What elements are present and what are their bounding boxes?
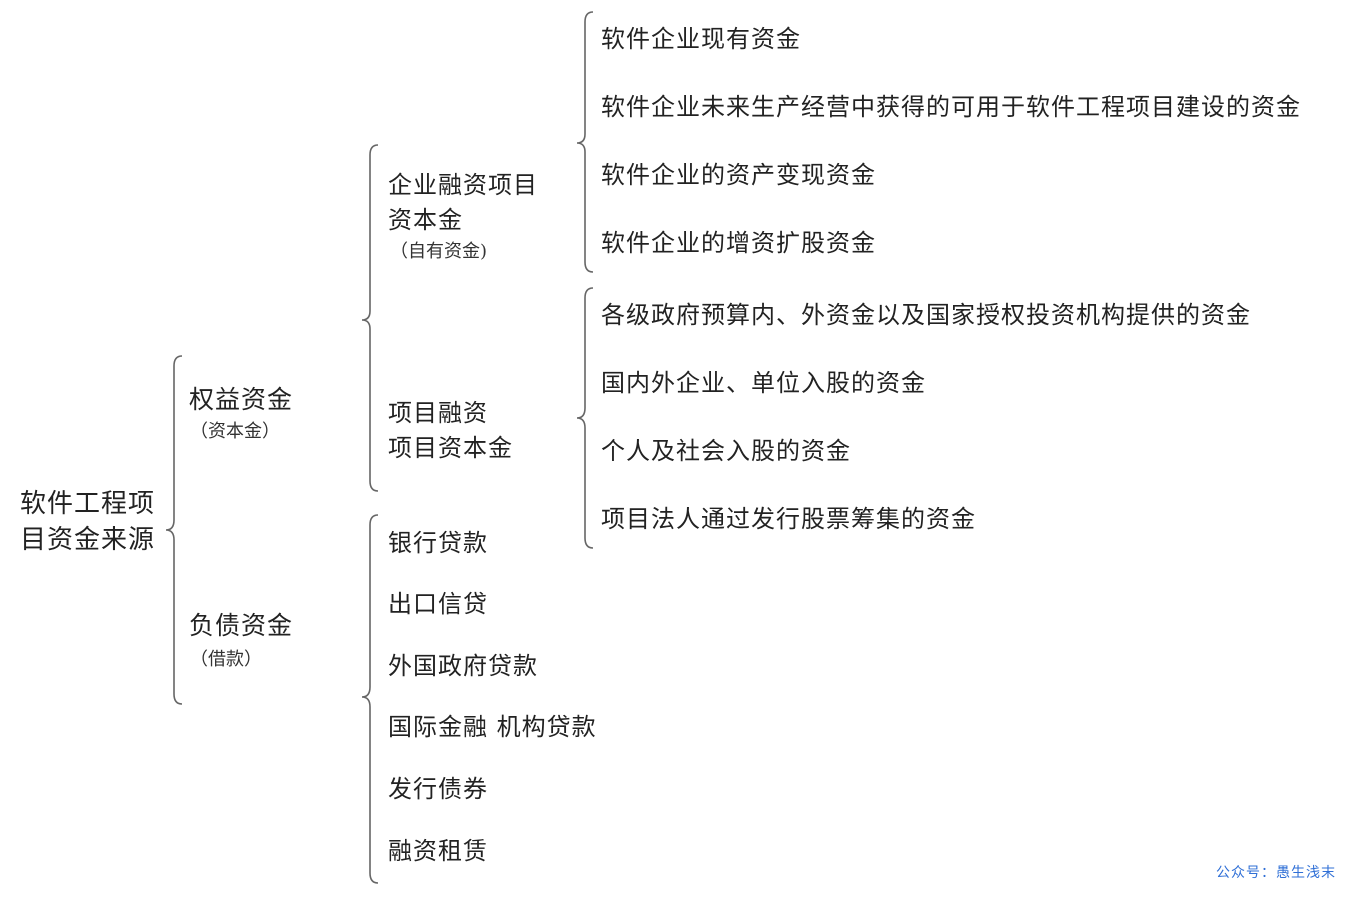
- debt-item: 外国政府贷款: [388, 652, 538, 680]
- debt-note: （借款）: [190, 649, 262, 670]
- project-item: 国内外企业、单位入股的资金: [601, 369, 926, 397]
- enterprise-item: 软件企业现有资金: [601, 25, 801, 53]
- enterprise-note: （自有资金): [390, 241, 488, 262]
- project-item: 个人及社会入股的资金: [601, 437, 851, 465]
- project-brace: [576, 287, 594, 549]
- enterprise-item: 软件企业的增资扩股资金: [601, 229, 876, 257]
- root-label-line1: 软件工程项: [20, 489, 156, 519]
- enterprise-brace: [576, 11, 594, 273]
- project-item: 项目法人通过发行股票筹集的资金: [601, 505, 976, 533]
- enterprise-label-line1: 企业融资项目: [388, 171, 538, 199]
- project-financing-label: 项目融资 项目资本金: [388, 396, 513, 466]
- debt-item: 融资租赁: [388, 837, 488, 865]
- equity-note: （资本金）: [190, 421, 280, 442]
- equity-brace: [361, 144, 379, 492]
- project-label-line1: 项目融资: [388, 399, 488, 427]
- enterprise-item: 软件企业的资产变现资金: [601, 161, 876, 189]
- debt-item: 出口信贷: [388, 590, 488, 618]
- debt-item: 发行债券: [388, 775, 488, 803]
- equity-label: 权益资金: [189, 385, 294, 414]
- enterprise-label-line2: 资本金: [388, 206, 463, 234]
- debt-brace: [361, 514, 379, 884]
- project-item: 各级政府预算内、外资金以及国家授权投资机构提供的资金: [601, 301, 1251, 329]
- debt-label: 负债资金: [189, 611, 294, 640]
- enterprise-item: 软件企业未来生产经营中获得的可用于软件工程项目建设的资金: [601, 93, 1301, 121]
- root-brace: [165, 355, 183, 705]
- enterprise-financing-label: 企业融资项目 资本金: [388, 168, 538, 238]
- debt-item: 国际金融 机构贷款: [388, 713, 597, 741]
- project-label-line2: 项目资本金: [388, 434, 513, 462]
- debt-item: 银行贷款: [388, 529, 488, 557]
- root-label: 软件工程项 目资金来源: [20, 486, 155, 558]
- root-label-line2: 目资金来源: [20, 525, 156, 555]
- watermark: 公众号：愚生浅末: [1216, 865, 1336, 881]
